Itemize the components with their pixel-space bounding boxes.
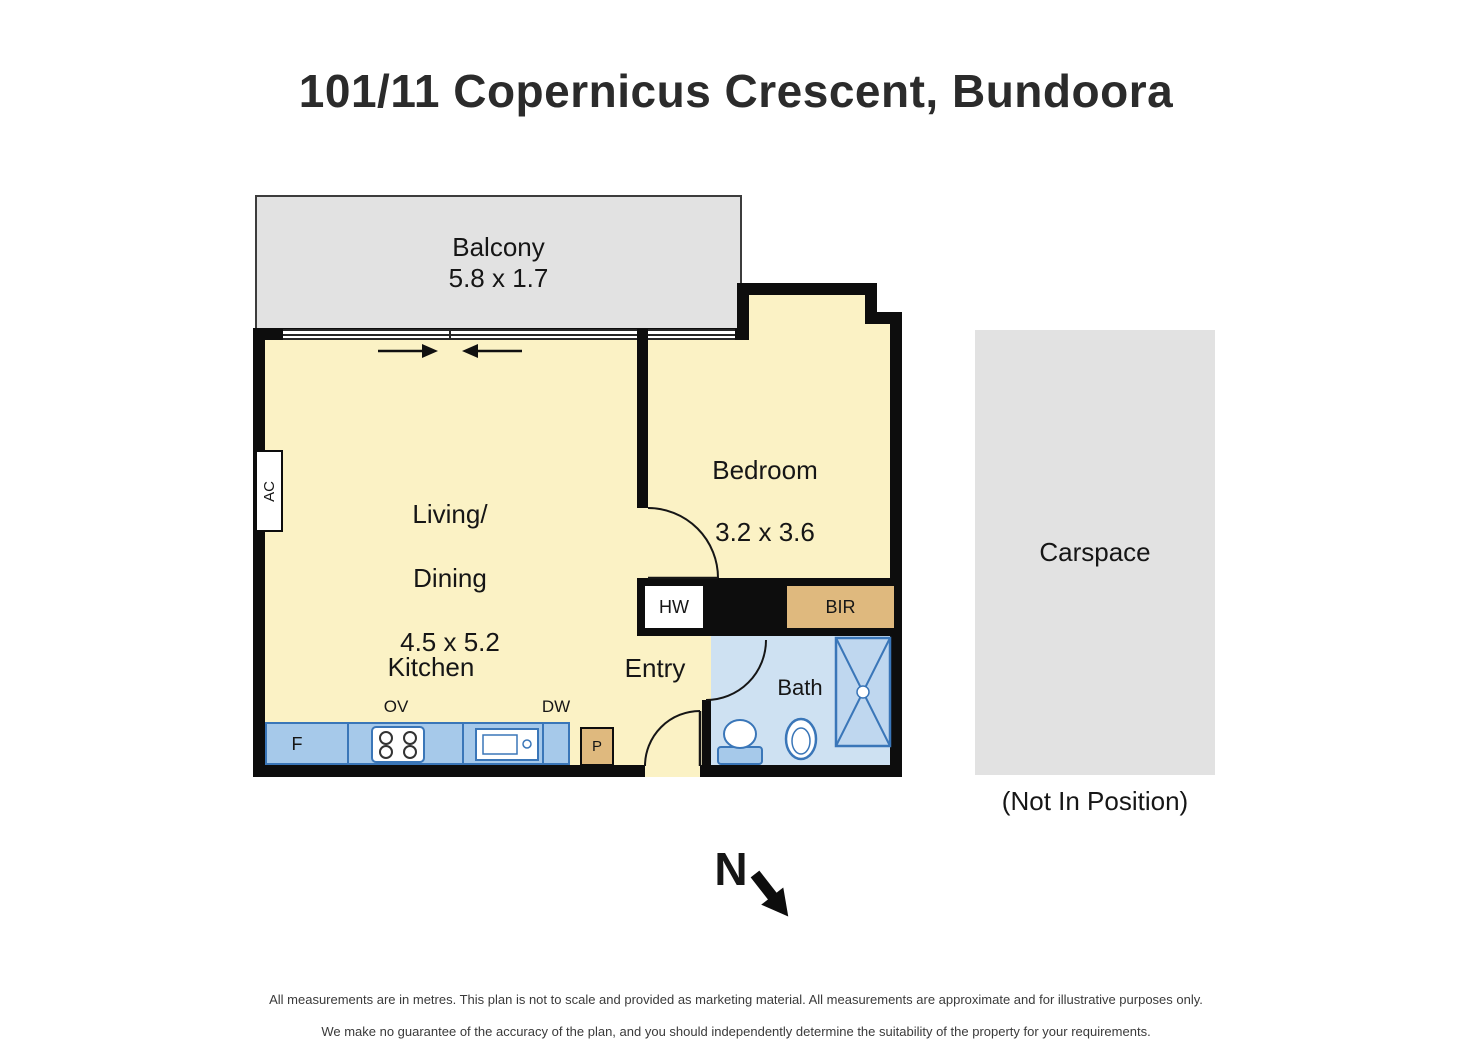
kitchen-label: Kitchen xyxy=(387,652,475,682)
living-dims: 4.5 x 5.2 xyxy=(400,627,500,657)
wall-bedroom-left-step xyxy=(737,283,749,340)
living-line2: Dining xyxy=(413,563,487,593)
bedroom-dims: 3.2 x 3.6 xyxy=(715,517,815,547)
hw-label: HW xyxy=(659,596,689,617)
pantry-label: P xyxy=(591,738,602,755)
bath-floor xyxy=(711,636,890,765)
balcony-label: Balcony xyxy=(452,231,545,262)
living-label: Living/ Dining 4.5 x 5.2 xyxy=(330,466,570,690)
wall-right xyxy=(890,312,902,777)
kitchen-counter xyxy=(265,722,570,765)
living-line1: Living/ xyxy=(412,499,488,529)
disclaimer-line-2: We make no guarantee of the accuracy of … xyxy=(321,1024,1151,1039)
window-mullion xyxy=(449,331,451,338)
hw-closet-floor: HW xyxy=(645,586,703,628)
living-window xyxy=(283,329,637,340)
ac-label: AC xyxy=(260,480,278,502)
counter-divider xyxy=(462,724,464,763)
wall-bath-left xyxy=(702,700,711,765)
bedroom-label: Bedroom 3.2 x 3.6 xyxy=(655,424,875,579)
wall-bedroom-right-step-h xyxy=(865,312,902,324)
entry-threshold xyxy=(645,765,700,777)
window-glass-line xyxy=(648,334,735,336)
pantry-box: P xyxy=(580,727,614,766)
balcony-area: Balcony 5.8 x 1.7 xyxy=(255,195,742,330)
disclaimer-line-1: All measurements are in metres. This pla… xyxy=(269,992,1203,1007)
bedroom-bump-floor xyxy=(749,295,865,345)
carspace-area: Carspace xyxy=(975,330,1215,775)
window-glass-line xyxy=(283,334,637,336)
wall-bedroom-top xyxy=(737,283,877,295)
fridge-label: F xyxy=(291,734,303,754)
balcony-dims: 5.8 x 1.7 xyxy=(448,262,549,293)
dw-label: DW xyxy=(541,697,571,716)
ac-unit: AC xyxy=(255,450,283,532)
wall-bottom-right xyxy=(700,765,902,777)
counter-divider xyxy=(542,724,544,763)
wall-bottom-left xyxy=(253,765,645,777)
solid-wall-block xyxy=(711,578,779,636)
bir-label: BIR xyxy=(825,596,856,617)
wall-living-bedroom xyxy=(637,340,648,508)
disclaimer: All measurements are in metres. This pla… xyxy=(0,976,1472,1041)
bath-label: Bath xyxy=(777,675,823,700)
bedroom-name: Bedroom xyxy=(712,455,818,485)
carspace-label: Carspace xyxy=(1039,537,1151,567)
bedroom-window xyxy=(648,329,735,340)
north-label: N xyxy=(714,843,748,895)
wall-left xyxy=(253,328,265,777)
counter-divider xyxy=(347,724,349,763)
ov-label: OV xyxy=(383,697,409,716)
page-title: 101/11 Copernicus Crescent, Bundoora xyxy=(298,65,1174,117)
entry-label: Entry xyxy=(624,653,686,683)
carspace-note: (Not In Position) xyxy=(1001,786,1189,816)
bir-wardrobe-floor: BIR xyxy=(787,586,894,628)
bedroom-notch-floor xyxy=(865,324,890,340)
